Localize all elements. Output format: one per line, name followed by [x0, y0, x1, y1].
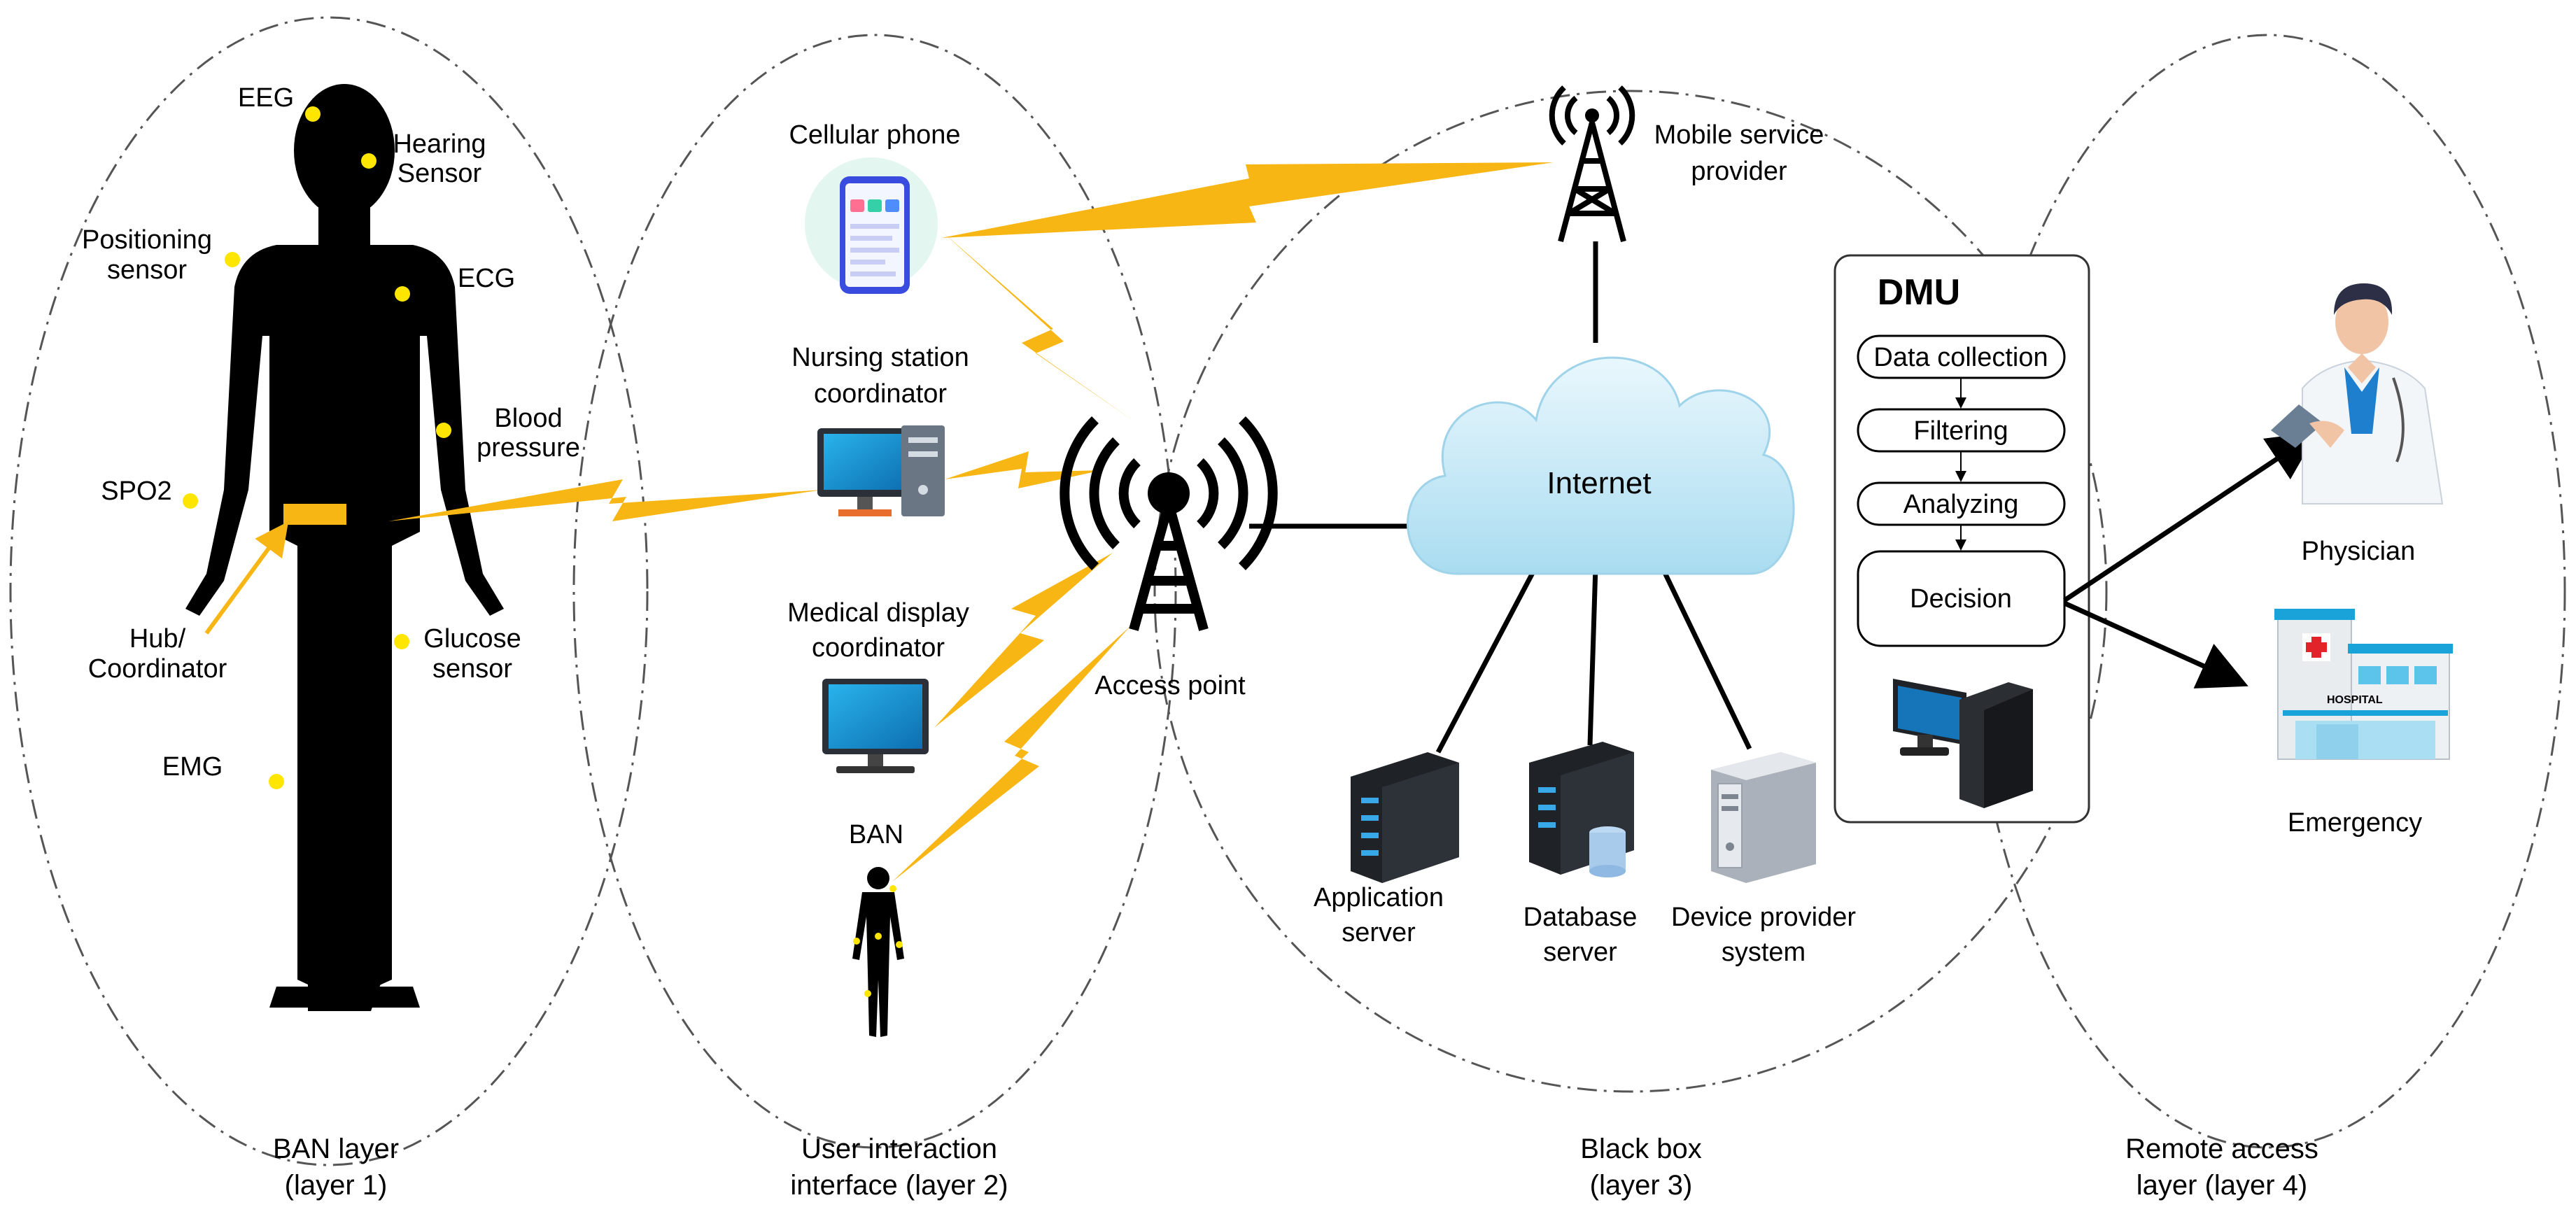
label-cellular-phone: Cellular phone — [789, 120, 960, 150]
label-emergency: Emergency — [2288, 808, 2422, 838]
arrow-to-emergency — [2063, 600, 2248, 689]
hub-device — [283, 504, 346, 525]
hub-pointer-arrow — [204, 521, 289, 635]
label-ecg: ECG — [458, 264, 515, 293]
label-nursing-2: coordinator — [814, 379, 947, 409]
label-eeg: EEG — [238, 83, 294, 113]
sensor-bp-dot — [436, 423, 451, 438]
dmu-step-analyzing-label: Analyzing — [1903, 490, 2019, 519]
label-db-server-2: server — [1543, 938, 1617, 967]
label-bp-2: pressure — [477, 433, 580, 463]
caption-layer2-line2: interface (layer 2) — [790, 1170, 1008, 1201]
dmu-step-decision-label: Decision — [1910, 584, 2012, 614]
bolt-nursing-to-ap — [945, 451, 1102, 488]
caption-layer1-line1: BAN layer — [273, 1134, 399, 1164]
label-device-provider-1: Device provider — [1671, 903, 1856, 932]
sensor-eeg-dot — [305, 106, 321, 122]
label-hub-1: Hub/ — [129, 624, 186, 654]
bolt-phone-to-provider — [941, 162, 1554, 238]
body-sensors — [183, 106, 451, 789]
ban-sensor-dots — [853, 885, 903, 997]
application-server-icon — [1351, 752, 1459, 883]
layer1-boundary — [9, 16, 649, 1166]
hospital-sign: HOSPITAL — [2327, 694, 2383, 706]
label-glucose-2: sensor — [432, 654, 512, 684]
sensor-emg-dot — [269, 774, 284, 789]
medical-display-monitor — [822, 679, 929, 773]
layer-captions: BAN layer (layer 1) User interaction int… — [273, 1134, 2318, 1201]
caption-layer4-line2: layer (layer 4) — [2137, 1170, 2308, 1201]
label-hearing-2: Sensor — [397, 159, 482, 188]
sensor-spo2-dot — [183, 493, 198, 509]
device-provider-icon — [1711, 752, 1816, 883]
label-display-2: coordinator — [812, 633, 945, 663]
sensor-hearing-dot — [361, 153, 376, 169]
sensor-positioning-dot — [225, 252, 240, 267]
dmu-step-collection-label: Data collection — [1873, 343, 2048, 372]
label-glucose-1: Glucose — [423, 624, 521, 654]
sensor-labels: EEG Hearing Sensor Positioning sensor EC… — [82, 83, 580, 782]
human-body — [185, 84, 504, 1011]
label-hearing-1: Hearing — [393, 129, 486, 159]
label-internet: Internet — [1547, 466, 1651, 500]
dmu-step-filtering-label: Filtering — [1913, 416, 2008, 446]
label-provider-2: provider — [1691, 157, 1787, 186]
label-display-1: Medical display — [787, 598, 969, 628]
layer2-boundary — [572, 34, 1177, 1149]
ban-figure — [852, 867, 904, 1037]
label-hub-2: Coordinator — [88, 654, 227, 684]
bolt-hub-to-nursing — [388, 479, 822, 521]
layer3-boundary — [1153, 90, 2108, 1093]
dmu-computer-icon — [1893, 679, 2033, 808]
label-physician: Physician — [2302, 537, 2416, 566]
sensor-ecg-dot — [395, 286, 410, 302]
wireless-links — [388, 162, 1554, 882]
label-device-provider-2: system — [1722, 938, 1806, 967]
label-db-server-1: Database — [1523, 903, 1638, 932]
label-spo2: SPO2 — [101, 477, 171, 506]
label-app-server-2: server — [1342, 918, 1416, 947]
caption-layer2-line1: User interaction — [801, 1134, 997, 1164]
physician-icon — [2271, 283, 2444, 504]
sensor-glucose-dot — [394, 634, 409, 649]
bolt-display-to-ap — [934, 553, 1113, 728]
access-point-antenna — [1060, 416, 1278, 631]
caption-layer3-line2: (layer 3) — [1590, 1170, 1693, 1201]
label-positioning-1: Positioning — [82, 225, 212, 255]
caption-layer3-line1: Black box — [1580, 1134, 1701, 1164]
label-access-point: Access point — [1095, 671, 1246, 700]
network-links — [1249, 241, 1752, 754]
label-nursing-1: Nursing station — [791, 343, 969, 372]
layer4-boundary — [1969, 34, 2566, 1149]
nursing-computer — [817, 425, 945, 516]
internet-cloud — [1407, 356, 1795, 575]
layer-boundaries — [9, 16, 2566, 1166]
dmu-steps: Data collection Filtering Analyzing Deci… — [1857, 334, 2066, 647]
cellular-phone — [805, 157, 938, 294]
label-positioning-2: sensor — [107, 255, 187, 285]
label-ban: BAN — [849, 820, 903, 849]
hospital-icon: HOSPITAL — [2274, 609, 2453, 760]
caption-layer4-line1: Remote access — [2125, 1134, 2318, 1164]
label-bp-1: Blood — [494, 404, 562, 433]
dmu-title: DMU — [1878, 272, 1960, 313]
database-server-icon — [1529, 742, 1634, 877]
caption-layer1-line2: (layer 1) — [285, 1170, 388, 1201]
label-app-server-1: Application — [1314, 883, 1444, 912]
bolt-ban-to-ap — [892, 626, 1130, 882]
cell-tower-icon — [1549, 85, 1635, 243]
label-emg: EMG — [162, 752, 223, 782]
label-provider-1: Mobile service — [1654, 120, 1824, 150]
arrow-to-physician — [2063, 432, 2318, 602]
bolt-phone-to-ap — [941, 231, 1137, 423]
